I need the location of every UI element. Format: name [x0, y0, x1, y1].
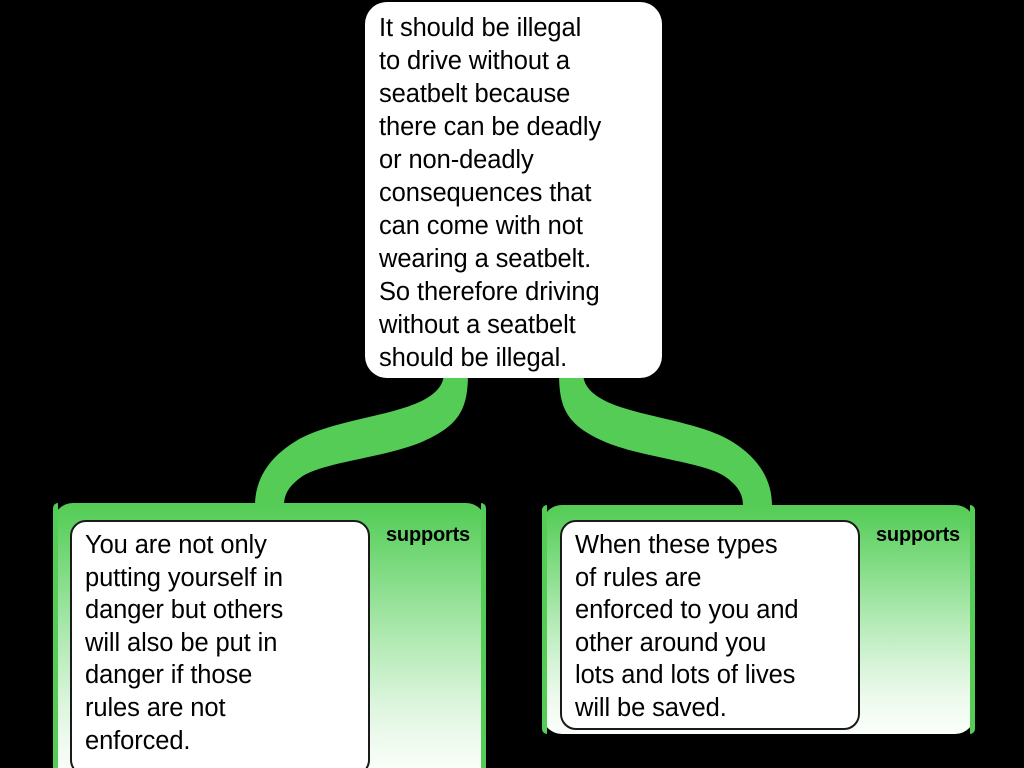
premise-right-text: When these types of rules are enforced t… [575, 531, 799, 722]
claim-text: It should be illegal to drive without a … [379, 14, 602, 372]
premise-right-textbox[interactable]: When these types of rules are enforced t… [560, 520, 860, 730]
connector-right-ribbon [559, 372, 772, 512]
scheme-label-right: supports [876, 524, 960, 546]
premise-left-text: You are not only putting yourself in dan… [85, 531, 284, 755]
premise-left-textbox[interactable]: You are not only putting yourself in dan… [70, 520, 370, 768]
claim-node[interactable]: It should be illegal to drive without a … [365, 2, 662, 378]
premise-node-left[interactable]: You are not only putting yourself in dan… [53, 503, 486, 768]
premise-node-right[interactable]: When these types of rules are enforced t… [542, 505, 975, 734]
scheme-label-left: supports [386, 524, 470, 546]
connector-left-ribbon [255, 372, 468, 512]
